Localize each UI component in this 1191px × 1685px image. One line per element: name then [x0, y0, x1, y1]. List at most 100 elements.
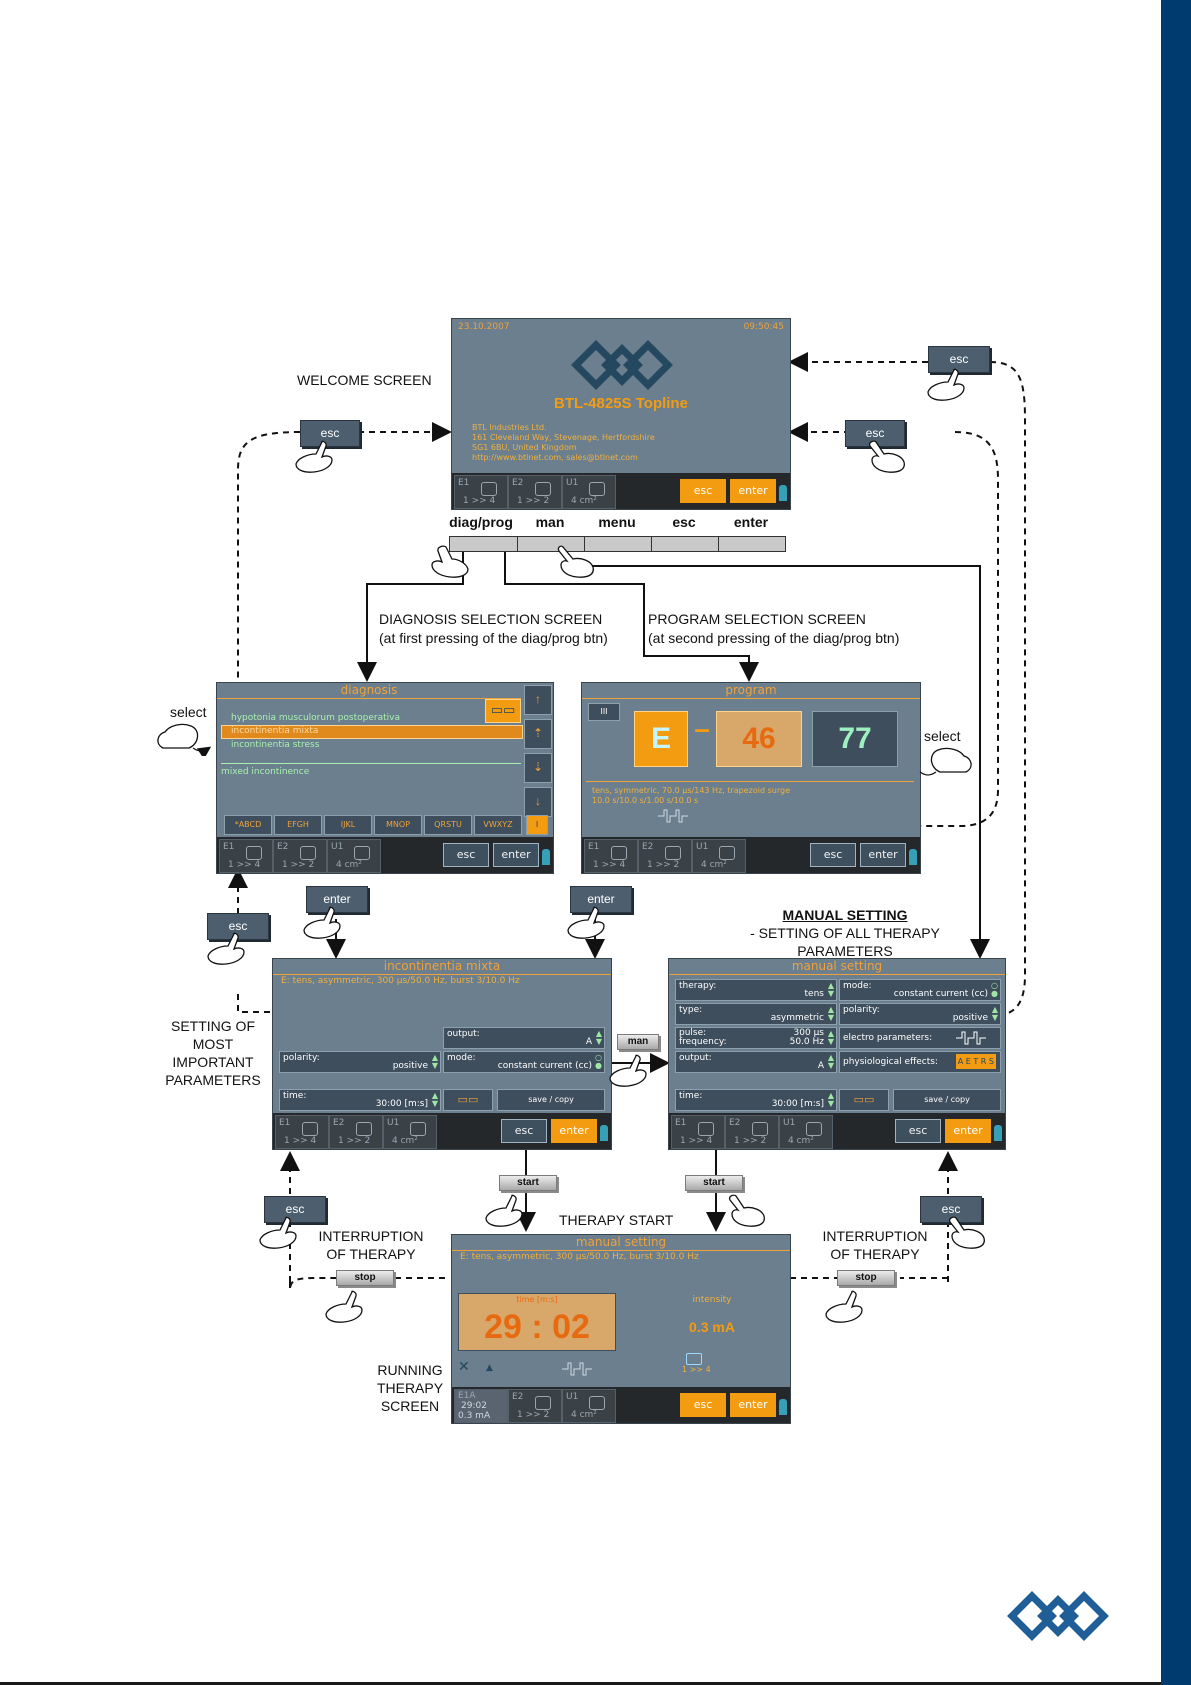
electrode-icon [356, 1122, 372, 1136]
physiological-effects-field[interactable]: physiological effects: A E T R S [839, 1051, 1001, 1073]
hand-pointer-icon [295, 440, 333, 473]
esc-button-bottom-left[interactable]: esc [264, 1196, 326, 1223]
start-button-right[interactable]: start [685, 1175, 743, 1191]
mode-field[interactable]: mode:constant current (cc)○● [443, 1051, 605, 1073]
diagnosis-item[interactable]: hypotonia musculorum postoperativa [231, 713, 400, 723]
screen-enter-button[interactable]: enter [730, 1393, 776, 1417]
type-field[interactable]: type:asymmetric▲▼ [675, 1003, 837, 1025]
screen-enter-button[interactable]: enter [945, 1119, 991, 1143]
channel-intensity: 0.3 mA [458, 1411, 491, 1421]
program-list-icon[interactable]: III [588, 703, 620, 721]
field-label: output: [679, 1053, 712, 1063]
alpha-button[interactable]: EFGH [274, 815, 322, 835]
screen-esc-button[interactable]: esc [680, 479, 726, 503]
divider [586, 781, 914, 782]
arrow-up-icon: ▲ [486, 1363, 493, 1373]
program-letter[interactable]: E [634, 711, 688, 767]
esc-button-mid-left[interactable]: esc [207, 913, 269, 940]
channel-e1a[interactable]: E1A 29:02 0.3 mA [454, 1389, 508, 1423]
mode-field[interactable]: mode:constant current (cc)○● [839, 979, 1001, 1001]
channel-label: E2 [333, 1118, 345, 1128]
page-down-icon[interactable]: ⇣ [524, 753, 552, 783]
polarity-field[interactable]: polarity:positive▲▼ [839, 1003, 1001, 1025]
diagnosis-item-selected[interactable]: incontinentia mixta [231, 726, 319, 736]
therapy-field[interactable]: therapy:tens▲▼ [675, 979, 837, 1001]
start-button-left[interactable]: start [499, 1175, 557, 1191]
alpha-button[interactable]: VWXYZ [474, 815, 522, 835]
toggle-icon: ○● [991, 981, 998, 998]
polarity-field[interactable]: polarity:positive▲▼ [279, 1051, 441, 1073]
diagnosis-title: diagnosis [217, 683, 521, 699]
program-number-2[interactable]: 77 [812, 711, 898, 767]
enter-key[interactable] [718, 536, 786, 552]
stop-button-right[interactable]: stop [837, 1270, 895, 1286]
alpha-button[interactable]: QRSTU [424, 815, 472, 835]
esc-button-left[interactable]: esc [300, 420, 360, 447]
waveform-icon [658, 809, 688, 823]
electro-parameters-field[interactable]: electro parameters: [839, 1027, 1001, 1049]
enter-button-diagnosis[interactable]: enter [306, 886, 368, 913]
scroll-up-icon[interactable]: ↑ [524, 685, 552, 715]
stop-sign-icon[interactable]: ✕ [458, 1359, 470, 1375]
screen-enter-button[interactable]: enter [860, 843, 906, 867]
program-number-1[interactable]: 46 [716, 711, 802, 767]
book-icon[interactable]: ▭▭ [485, 699, 521, 723]
alpha-cursor[interactable]: I [526, 815, 548, 835]
save-copy-button[interactable]: save / copy [497, 1089, 605, 1111]
output-field[interactable]: output:A▲▼ [675, 1051, 837, 1073]
man-button[interactable]: man [617, 1034, 659, 1050]
channel-sub: 1 >> 2 [517, 496, 550, 506]
screen-esc-button[interactable]: esc [680, 1393, 726, 1417]
interruption-caption-right-1: INTERRUPTION [822, 1228, 928, 1244]
save-copy-button[interactable]: save / copy [893, 1089, 1001, 1111]
alpha-button[interactable]: MNOP [374, 815, 422, 835]
screen-enter-button[interactable]: enter [730, 479, 776, 503]
electrode-icon [302, 1122, 318, 1136]
esc-key[interactable] [651, 536, 719, 552]
time-field[interactable]: time:30:00 [m:s]▲▼ [675, 1089, 837, 1111]
screen-enter-button[interactable]: enter [551, 1119, 597, 1143]
interruption-caption-left-1: INTERRUPTION [318, 1228, 424, 1244]
field-label: physiological effects: [843, 1057, 938, 1067]
stop-button-left[interactable]: stop [336, 1270, 394, 1286]
alpha-button[interactable]: IJKL [324, 815, 372, 835]
enter-button-program[interactable]: enter [570, 886, 632, 913]
book-icon[interactable]: ▭▭ [443, 1089, 493, 1111]
field-label: polarity: [283, 1053, 320, 1063]
program-caption-sub: (at second pressing of the diag/prog btn… [648, 630, 900, 646]
diagnosis-item[interactable]: incontinentia stress [231, 740, 320, 750]
page-up-icon[interactable]: ⇡ [524, 719, 552, 749]
time-field[interactable]: time:30:00 [m:s]▲▼ [279, 1089, 441, 1111]
screen-esc-button[interactable]: esc [443, 843, 489, 867]
screen-enter-button[interactable]: enter [493, 843, 539, 867]
alpha-button[interactable]: *ABCD [224, 815, 272, 835]
hand-pointer-icon [557, 545, 594, 578]
screen-esc-button[interactable]: esc [895, 1119, 941, 1143]
esc-button-top-right[interactable]: esc [928, 346, 990, 373]
scroll-down-icon[interactable]: ↓ [524, 787, 552, 817]
welcome-time: 09:50:45 [743, 322, 784, 332]
screen-esc-button[interactable]: esc [501, 1119, 547, 1143]
screen-esc-button[interactable]: esc [810, 843, 856, 867]
book-icon[interactable]: ▭▭ [839, 1089, 889, 1111]
output-field[interactable]: output:A▲▼ [443, 1027, 605, 1049]
